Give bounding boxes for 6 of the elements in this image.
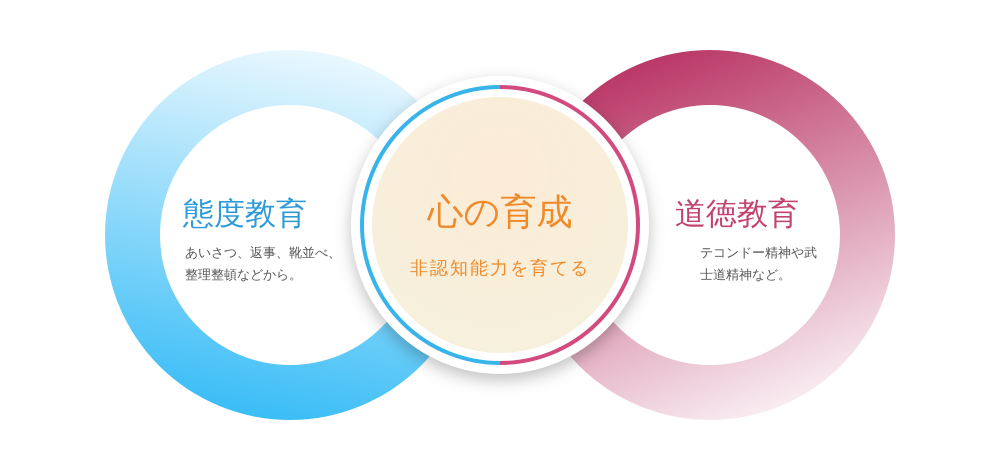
heading: 心の育成 bbox=[426, 191, 574, 235]
heading: 道徳教育 bbox=[675, 195, 800, 234]
description: テコンドー精神や武士道精神など。 bbox=[700, 245, 818, 285]
description: 非認知能力を育てる bbox=[409, 257, 591, 280]
heading: 態度教育 bbox=[183, 195, 308, 234]
description: あいさつ、返事、靴並べ、整理整頓などから。 bbox=[185, 245, 342, 285]
